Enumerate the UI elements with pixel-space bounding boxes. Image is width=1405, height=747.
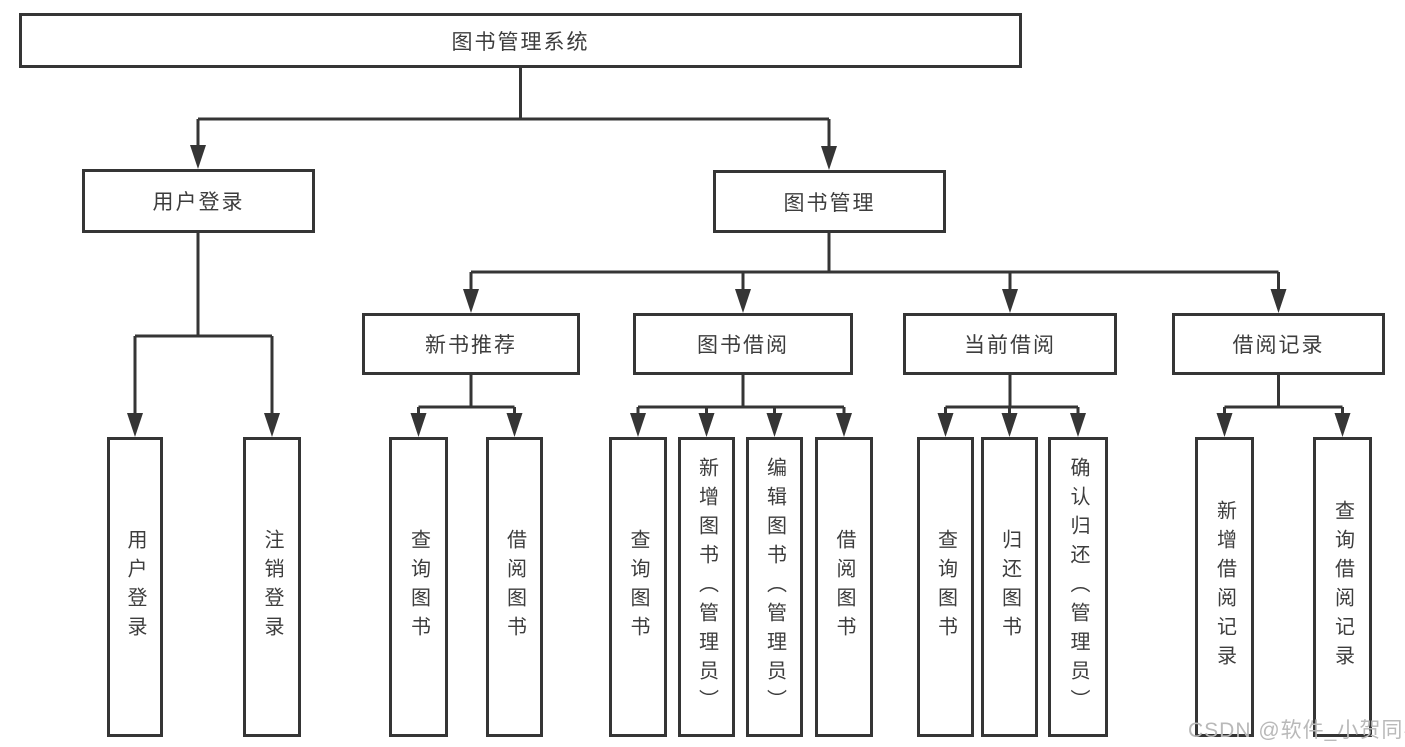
- leaf-edit-book-admin-label: 编辑图书（管理员）: [763, 456, 786, 718]
- node-user-login-label: 用户登录: [152, 191, 245, 214]
- leaf-confirm-return-admin-label: 确认归还（管理员）: [1067, 456, 1089, 718]
- leaf-query-books-2: 查询图书: [609, 437, 667, 737]
- leaf-query-books-1: 查询图书: [389, 437, 448, 737]
- leaf-user-login-label: 用户登录: [124, 529, 146, 645]
- leaf-query-books-3-label: 查询图书: [934, 529, 957, 645]
- leaf-user-login: 用户登录: [107, 437, 163, 737]
- node-root: 图书管理系统: [19, 13, 1022, 68]
- leaf-borrow-books-1-label: 借阅图书: [503, 529, 526, 645]
- leaf-query-borrow-record-label: 查询借阅记录: [1331, 500, 1354, 674]
- leaf-logout: 注销登录: [243, 437, 301, 737]
- leaf-return-books-label: 归还图书: [998, 529, 1021, 645]
- node-book-management-label: 图书管理: [783, 191, 876, 215]
- node-book-management: 图书管理: [713, 170, 946, 233]
- leaf-logout-label: 注销登录: [261, 529, 283, 645]
- leaf-add-book-admin-label: 新增图书（管理员）: [695, 456, 718, 718]
- csdn-watermark: CSDN @软件_小贺同学: [1188, 719, 1405, 742]
- leaf-query-books-3: 查询图书: [917, 437, 974, 737]
- leaf-add-borrow-record-label: 新增借阅记录: [1213, 500, 1236, 674]
- leaf-add-borrow-record: 新增借阅记录: [1195, 437, 1254, 737]
- leaf-borrow-books-1: 借阅图书: [486, 437, 543, 737]
- node-book-borrowing: 图书借阅: [633, 313, 853, 375]
- leaf-add-book-admin: 新增图书（管理员）: [678, 437, 735, 737]
- arrowheads: [127, 145, 1351, 437]
- node-user-login: 用户登录: [82, 169, 315, 233]
- node-new-book-recommend-label: 新书推荐: [425, 334, 517, 357]
- leaf-edit-book-admin: 编辑图书（管理员）: [746, 437, 803, 737]
- node-root-label: 图书管理系统: [451, 30, 590, 54]
- connector-paths: [133, 68, 1344, 419]
- node-current-borrowing-label: 当前借阅: [964, 334, 1056, 357]
- leaf-query-borrow-record: 查询借阅记录: [1313, 437, 1372, 737]
- node-book-borrowing-label: 图书借阅: [697, 334, 789, 357]
- node-borrow-records-label: 借阅记录: [1232, 334, 1325, 357]
- leaf-query-books-1-label: 查询图书: [407, 529, 430, 645]
- node-borrow-records: 借阅记录: [1172, 313, 1385, 375]
- leaf-borrow-books-2-label: 借阅图书: [833, 529, 855, 645]
- leaf-return-books: 归还图书: [981, 437, 1038, 737]
- node-current-borrowing: 当前借阅: [903, 313, 1117, 375]
- leaf-query-books-2-label: 查询图书: [627, 529, 649, 645]
- node-new-book-recommend: 新书推荐: [362, 313, 580, 375]
- leaf-confirm-return-admin: 确认归还（管理员）: [1048, 437, 1108, 737]
- leaf-borrow-books-2: 借阅图书: [815, 437, 873, 737]
